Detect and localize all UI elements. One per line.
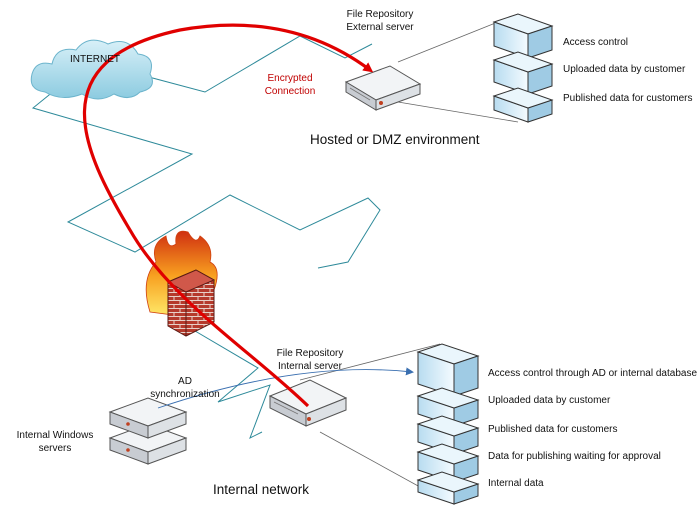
external-stack-block bbox=[492, 51, 554, 95]
external-server-icon bbox=[344, 65, 422, 111]
dmz-environment-label: Hosted or DMZ environment bbox=[310, 132, 480, 147]
external-stack-block bbox=[492, 13, 554, 59]
internal-stack-block bbox=[416, 415, 480, 455]
encrypted-connection-path bbox=[82, 23, 374, 408]
windows-servers-line1: Internal Windows bbox=[16, 430, 94, 441]
ad-sync-line1: AD bbox=[178, 376, 192, 387]
internal-stack-block bbox=[416, 343, 480, 397]
internal-leader-top bbox=[299, 343, 441, 381]
internal-stack-label: Data for publishing waiting for approval bbox=[488, 451, 661, 462]
internet-label: INTERNET bbox=[70, 54, 120, 65]
external-data-stack bbox=[492, 13, 554, 123]
external-server-line2: External server bbox=[346, 22, 414, 33]
external-server-line1: File Repository bbox=[346, 9, 414, 20]
encrypted-connection-line2: Connection bbox=[264, 86, 316, 97]
encrypted-connection-label: Encrypted Connection bbox=[252, 72, 328, 98]
internal-stack-label: Uploaded data by customer bbox=[488, 395, 611, 406]
internal-server-line2: Internal server bbox=[278, 361, 342, 372]
internal-stack-block bbox=[416, 471, 480, 505]
external-stack-block bbox=[492, 87, 554, 123]
internal-stack-label: Internal data bbox=[488, 478, 544, 489]
external-stack-label: Uploaded data by customer bbox=[563, 64, 686, 75]
internal-stack-label: Access control through AD or internal da… bbox=[488, 368, 698, 379]
internet-boundary-line bbox=[31, 77, 381, 269]
internal-server-label: File Repository Internal server bbox=[262, 347, 358, 373]
external-leader-bottom bbox=[397, 101, 519, 123]
internal-network-label: Internal network bbox=[213, 482, 310, 497]
ad-sync-line2: synchronization bbox=[150, 389, 220, 400]
windows-servers-label: Internal Windows servers bbox=[10, 429, 100, 455]
internal-server-line1: File Repository bbox=[276, 348, 344, 359]
internal-stack-label: Published data for customers bbox=[488, 424, 618, 435]
encrypted-connection-line1: Encrypted bbox=[267, 73, 313, 84]
windows-servers-line2: servers bbox=[38, 443, 72, 454]
firewall-icon bbox=[145, 230, 218, 337]
internal-boundary-line bbox=[189, 327, 271, 440]
internet-cloud-icon bbox=[30, 39, 153, 100]
ad-sync-arrow bbox=[157, 367, 414, 409]
external-server-label: File Repository External server bbox=[332, 8, 428, 34]
internal-server-icon bbox=[268, 379, 348, 427]
internal-data-stack bbox=[416, 343, 480, 505]
ad-sync-label: AD synchronization bbox=[140, 375, 230, 401]
external-stack-label: Access control bbox=[563, 37, 629, 48]
windows-servers-icon bbox=[108, 397, 188, 465]
external-stack-label: Published data for customers bbox=[563, 93, 693, 104]
